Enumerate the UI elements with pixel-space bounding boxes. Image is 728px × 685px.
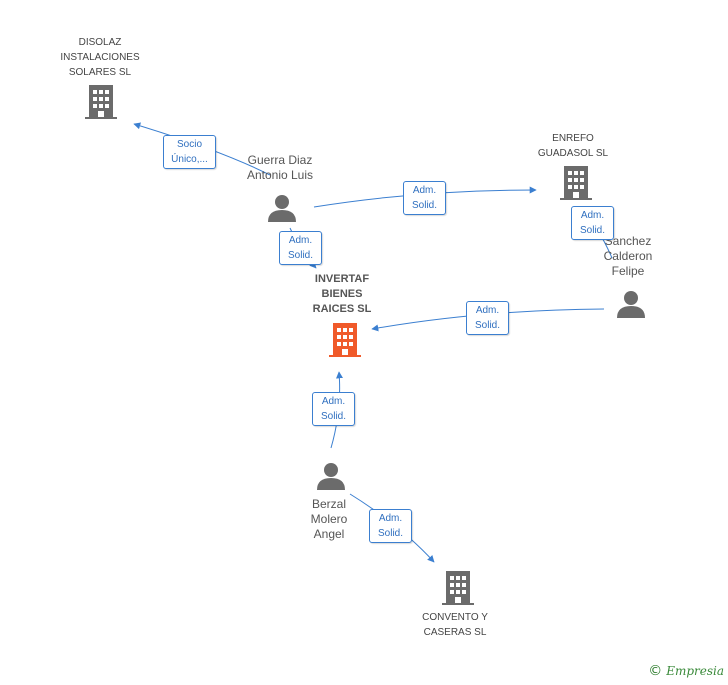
window-grid-convento — [450, 576, 466, 603]
edge-label-sanchez-enrefo[interactable]: Adm. Solid. — [571, 206, 614, 240]
edge-label-sanchez-invertaf[interactable]: Adm. Solid. — [466, 301, 509, 335]
copyright-icon: © — [648, 663, 663, 679]
company-label-invertaf[interactable]: INVERTAF BIENES RAICES SL — [312, 273, 372, 315]
window-grid-disolaz — [93, 90, 109, 117]
brand-logo[interactable]: ©Empresia — [648, 663, 724, 679]
person-icon-guerra[interactable] — [268, 195, 296, 222]
company-label-enrefo[interactable]: ENREFO GUADASOL SL — [537, 133, 609, 159]
person-label-guerra[interactable]: Guerra Diaz Antonio Luis — [246, 153, 314, 182]
window-grid-enrefo — [568, 171, 584, 198]
brand-name: Empresia — [666, 664, 724, 678]
edge-label-berzal-convento[interactable]: Adm. Solid. — [369, 509, 412, 543]
person-label-berzal[interactable]: Berzal Molero Angel — [310, 497, 348, 541]
edge-label-guerra-disolaz[interactable]: Socio Único,... — [163, 135, 216, 169]
company-label-disolaz[interactable]: DISOLAZ INSTALACIONES SOLARES SL — [60, 37, 140, 78]
edge-label-berzal-invertaf[interactable]: Adm. Solid. — [312, 392, 355, 426]
company-label-convento[interactable]: CONVENTO Y CASERAS SL — [422, 612, 488, 638]
person-label-sanchez[interactable]: Sanchez Calderon Felipe — [603, 234, 653, 278]
edge-label-guerra-enrefo[interactable]: Adm. Solid. — [403, 181, 446, 215]
person-icon-berzal[interactable] — [317, 463, 345, 490]
window-grid-invertaf — [337, 328, 353, 355]
person-icon-sanchez[interactable] — [617, 291, 645, 318]
edge-label-guerra-invertaf[interactable]: Adm. Solid. — [279, 231, 322, 265]
